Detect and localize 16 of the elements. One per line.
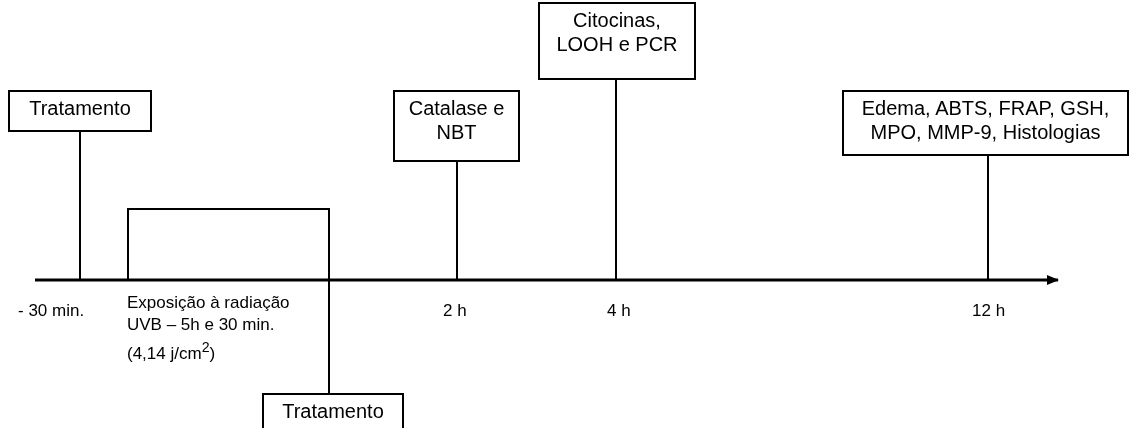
connector-line — [79, 131, 81, 281]
event-text: Citocinas, LOOH e PCR — [555, 8, 679, 56]
event-text: Tratamento — [28, 96, 132, 120]
time-label: 12 h — [972, 300, 1006, 322]
connector-line — [328, 279, 330, 394]
exposure-bracket — [127, 208, 330, 280]
event-text: Edema, ABTS, FRAP, GSH, MPO, MMP-9, Histologias — [860, 96, 1111, 144]
time-label: 2 h — [443, 300, 467, 322]
connector-line — [456, 161, 458, 281]
connector-line — [987, 155, 989, 281]
event-text: Catalase e NBT — [407, 96, 506, 144]
connector-line — [615, 79, 617, 281]
time-label: - 30 min. — [18, 300, 85, 322]
period-caption: Exposição à radiação UVB – 5h e 30 min. (4,14 j/cm$^{2}$) — [127, 292, 291, 365]
event-text: Tratamento — [281, 399, 385, 423]
time-label: 4 h — [607, 300, 631, 322]
